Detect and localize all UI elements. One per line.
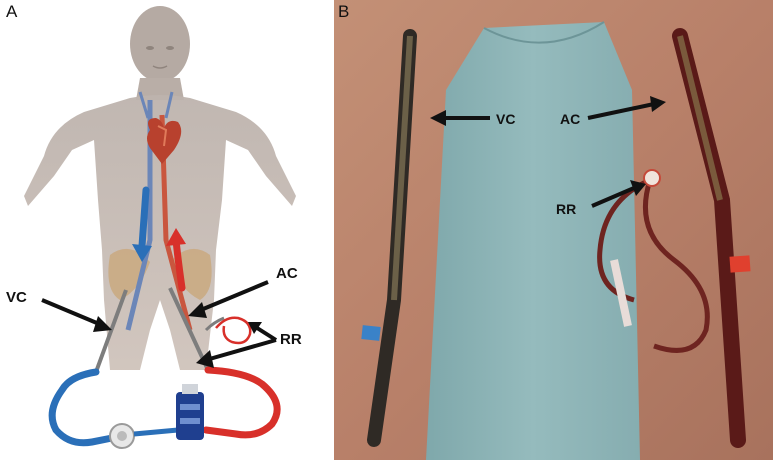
- panel-b-photograph: VC AC RR B: [334, 0, 773, 460]
- blue-marker-band: [361, 325, 381, 341]
- venous-flow-arrow: [132, 186, 152, 262]
- panel-a-illustration: A: [0, 0, 330, 460]
- label-rr-b: RR: [556, 201, 576, 217]
- oxygenator: [176, 392, 204, 440]
- label-ac-b: AC: [560, 111, 580, 127]
- heart-icon: [147, 118, 182, 164]
- human-body-silhouette: [24, 6, 296, 370]
- arterial-flow-arrow: [166, 228, 186, 292]
- panel-b-letter: B: [338, 2, 350, 21]
- label-ac-a: AC: [276, 265, 298, 282]
- reperfusion-line: [597, 169, 710, 353]
- ecmo-circuit: [48, 366, 281, 449]
- venous-cannula: [361, 29, 417, 447]
- label-rr-a: RR: [280, 331, 302, 348]
- label-vc-a: VC: [6, 289, 27, 306]
- annotation-arrows: [41, 280, 278, 368]
- panel-a-letter: A: [6, 2, 18, 21]
- cannulas: [94, 287, 225, 373]
- surgical-drape: [426, 22, 640, 460]
- panel-b-figure: VC AC RR: [334, 0, 773, 460]
- annotation-arrows-b: [430, 96, 666, 208]
- arterial-cannula: [672, 28, 751, 448]
- panel-a-figure: VC AC RR: [6, 6, 302, 449]
- label-vc-b: VC: [496, 111, 515, 127]
- reperfusion-line: [215, 316, 252, 345]
- red-marker-band: [729, 255, 751, 273]
